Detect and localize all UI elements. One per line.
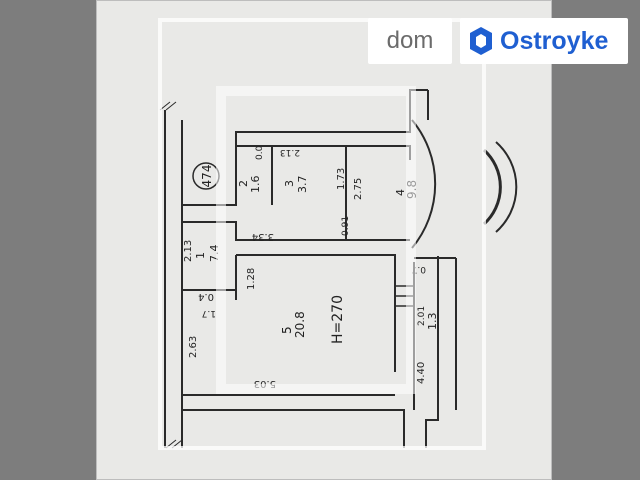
room-2-number: 2 [237, 180, 250, 187]
room-5-area: 20.8 [293, 311, 307, 338]
dim-5-03: 5.03 [254, 378, 276, 389]
height-label: H=270 [330, 295, 346, 344]
wall-bottom [182, 409, 405, 448]
wall-room1-bottom [182, 221, 410, 241]
dim-3-34: 3.34 [252, 231, 274, 242]
bay-window-arc [411, 119, 437, 249]
room-3-number: 3 [283, 180, 296, 187]
room-4-area: 9.8 [405, 180, 419, 199]
dim-1-28: 1.28 [246, 268, 257, 290]
branding-bar: dom Ostroyke [368, 18, 628, 64]
room-3-area: 3.7 [296, 176, 309, 194]
ostroyke-logo-text: Ostroyke [500, 26, 609, 55]
dim-0-0: 0.0 [255, 145, 265, 160]
dim-0-4: 0.4 [198, 291, 214, 302]
dim-2-13: 2.13 [183, 240, 194, 262]
room-2-area: 1.6 [249, 176, 262, 194]
room-4-number: 4 [394, 189, 407, 196]
room-6-area: 1.3 [426, 313, 439, 331]
room-1-number: 1 [194, 252, 207, 259]
dim-2-01: 2.01 [417, 306, 427, 326]
wall-right-outer [425, 256, 439, 448]
ostroyke-logo[interactable]: Ostroyke [460, 18, 628, 64]
dim-0-91: 0.91 [341, 216, 351, 236]
dim-1-73: 1.73 [336, 168, 347, 190]
marker-label: 474 [200, 165, 214, 188]
dim-2-75: 2.75 [353, 178, 364, 200]
dom-logo[interactable]: dom [368, 18, 452, 64]
bay-window-arc-inner [482, 148, 502, 226]
wall-lower-left [236, 254, 396, 372]
dim-2-13b: 2.13 [280, 147, 300, 157]
ostroyke-logo-icon [470, 27, 492, 55]
room-5-number: 5 [280, 326, 294, 334]
dim-1-7: 1.7 [202, 308, 216, 318]
dim-4-40: 4.40 [416, 362, 427, 384]
dom-logo-text: dom [386, 27, 434, 54]
dim-2-63: 2.63 [188, 336, 199, 358]
room-1-area: 7.4 [208, 245, 221, 263]
dim-0-7: 0.7 [412, 264, 426, 274]
bay-window-arc-outer [495, 141, 518, 233]
